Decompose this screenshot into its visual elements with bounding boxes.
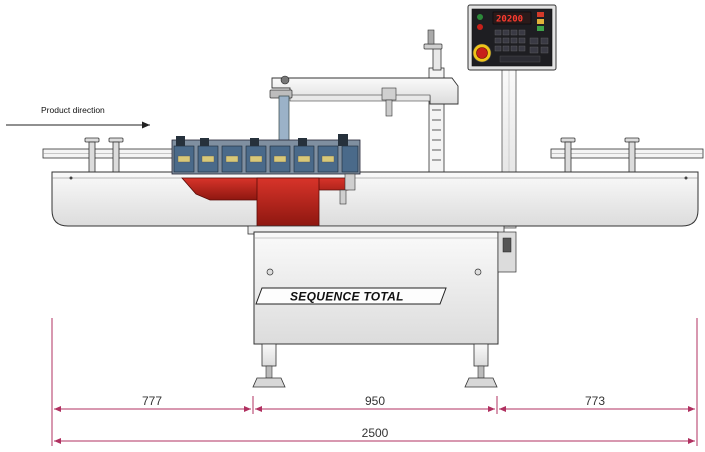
height-adjust-handwheel[interactable]	[423, 43, 443, 50]
dimension-annotations	[51, 318, 698, 446]
conveyor-frame	[51, 171, 699, 227]
product-direction-indicator: Product direction	[6, 105, 150, 129]
ready-indicator	[537, 26, 544, 31]
bottle-group	[171, 134, 361, 175]
alarm-indicator	[537, 12, 544, 17]
cabinet-lock-right[interactable]	[474, 268, 482, 276]
label-applicator	[181, 173, 356, 227]
product-direction-label: Product direction	[41, 105, 105, 115]
conveyor-guide-rails	[42, 148, 704, 159]
cabinet-lock-left[interactable]	[266, 268, 274, 276]
control-panel: 20200	[467, 4, 557, 71]
stop-button[interactable]	[477, 24, 483, 30]
applicator-arm	[269, 75, 459, 167]
leveling-foot-right	[464, 377, 498, 388]
start-button[interactable]	[477, 14, 483, 20]
keypad[interactable]	[494, 29, 549, 54]
warning-indicator	[537, 19, 544, 24]
side-connector	[502, 237, 512, 253]
machine-name: SEQUENCE TOTAL	[290, 290, 404, 304]
rail-knob-2	[108, 137, 124, 189]
dimension-center-value: 950	[365, 394, 385, 408]
rail-knob-3	[560, 137, 576, 189]
emergency-stop-button[interactable]	[476, 47, 488, 59]
name-plate	[255, 287, 447, 305]
dimension-left-value: 777	[142, 394, 162, 408]
applicator-red-block	[256, 177, 320, 227]
leveling-foot-left	[252, 377, 286, 388]
machine-cabinet: SEQUENCE TOTAL	[247, 225, 517, 345]
dimension-values: 777 950 773 2500	[142, 394, 605, 440]
machine-legs	[252, 343, 498, 388]
lcd-readout: 20200	[496, 15, 523, 25]
lcd-display	[492, 11, 532, 25]
dimension-right-value: 773	[585, 394, 605, 408]
arm-adjust-knob[interactable]	[381, 87, 397, 101]
dimension-total-value: 2500	[362, 426, 389, 440]
